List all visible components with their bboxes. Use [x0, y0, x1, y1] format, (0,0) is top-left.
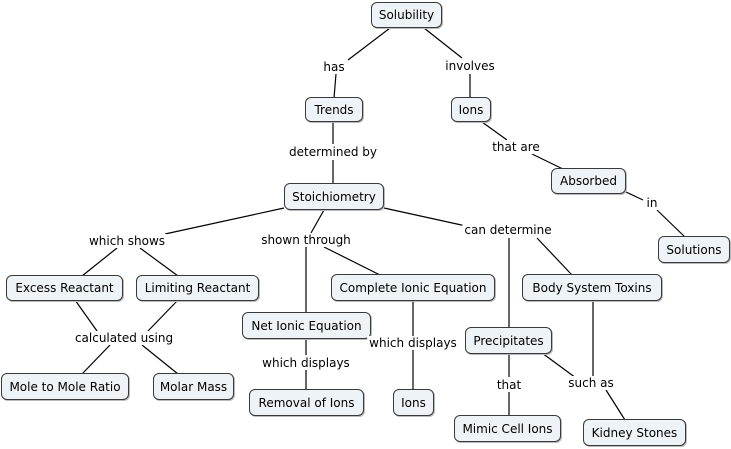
connector-solubility-has	[347, 27, 391, 61]
concept-absorbed[interactable]: Absorbed	[551, 168, 626, 194]
connector-suchas-kidney	[605, 389, 626, 421]
concept-complete-ionic-equation[interactable]: Complete Ionic Equation	[331, 274, 495, 301]
concept-precipitates[interactable]: Precipitates	[465, 327, 552, 354]
link-which-shows: which shows	[86, 234, 168, 248]
connector-whichshows-excess	[81, 247, 118, 277]
concept-molar-mass[interactable]: Molar Mass	[153, 373, 234, 400]
connector-stoich-shownthrough	[310, 209, 325, 234]
concept-excess-reactant[interactable]: Excess Reactant	[6, 275, 123, 301]
concept-solubility[interactable]: Solubility	[371, 2, 442, 28]
link-involves: involves	[443, 59, 497, 73]
connector-precipitates-suchas	[537, 349, 577, 379]
link-which-displays-left: which displays	[260, 356, 352, 370]
link-that: that	[494, 378, 524, 392]
link-that-are: that are	[490, 140, 542, 154]
connector-calculated-molemole	[81, 344, 111, 375]
concept-net-ionic-equation[interactable]: Net Ionic Equation	[242, 312, 371, 339]
connector-stoich-candetermine	[383, 207, 467, 227]
connector-whichshows-limiting	[139, 247, 179, 277]
link-has: has	[321, 60, 347, 74]
link-shown-through: shown through	[259, 233, 353, 247]
concept-mimic-cell-ions[interactable]: Mimic Cell Ions	[454, 415, 561, 442]
link-determined-by: determined by	[287, 145, 379, 159]
connector-ions-thatare	[481, 121, 508, 141]
concept-limiting-reactant[interactable]: Limiting Reactant	[136, 275, 259, 301]
connector-limiting-calculated	[147, 299, 179, 332]
connector-absorbed-in	[625, 191, 644, 201]
concept-removal-of-ions[interactable]: Removal of Ions	[249, 389, 364, 416]
link-such-as: such as	[566, 376, 616, 390]
link-can-determine: can determine	[462, 223, 554, 237]
connector-stoich-whichshows	[164, 207, 285, 235]
concept-stoichiometry[interactable]: Stoichiometry	[284, 183, 384, 210]
connector-solubility-involves	[423, 27, 463, 59]
connector-excess-calculated	[74, 299, 98, 332]
link-in: in	[644, 196, 660, 210]
concept-body-system-toxins[interactable]: Body System Toxins	[522, 274, 662, 301]
concept-kidney-stones[interactable]: Kidney Stones	[583, 419, 686, 446]
concept-trends[interactable]: Trends	[305, 97, 363, 122]
connector-candetermine-toxins	[536, 237, 573, 276]
connector-has-trends	[333, 73, 337, 99]
link-which-displays-right: which displays	[367, 336, 459, 350]
concept-solutions[interactable]: Solutions	[658, 236, 730, 263]
concept-mole-to-mole-ratio[interactable]: Mole to Mole Ratio	[1, 373, 129, 400]
link-calculated-using: calculated using	[72, 331, 176, 345]
connector-in-solutions	[656, 209, 687, 239]
connector-shownthrough-complete	[323, 246, 381, 276]
connector-calculated-molarmass	[141, 344, 179, 375]
concept-ions-bottom[interactable]: Ions	[393, 389, 434, 416]
connector-thatare-absorbed	[531, 153, 566, 171]
concept-ions-top[interactable]: Ions	[451, 97, 491, 122]
